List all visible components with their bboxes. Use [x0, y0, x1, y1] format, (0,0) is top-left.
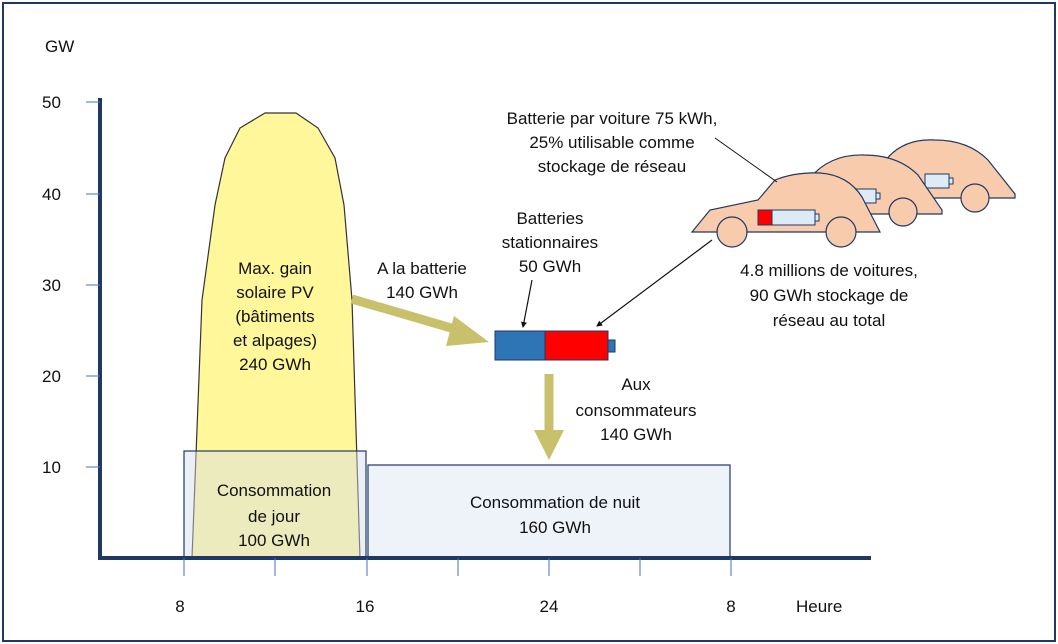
- to-battery-arrow-shaft: [350, 294, 460, 335]
- x-tick-marks: [183, 558, 732, 576]
- fleet-label: 4.8 millions de voitures, 90 GWh stockag…: [740, 261, 918, 330]
- svg-text:A la batterie: A la batterie: [377, 259, 467, 278]
- y-tick-label-20: 20: [42, 367, 61, 386]
- to-battery-label: A la batterie 140 GWh: [377, 259, 467, 302]
- y-tick-label-40: 40: [42, 185, 61, 204]
- x-tick-label-16: 16: [356, 597, 375, 616]
- svg-text:stationnaires: stationnaires: [502, 233, 598, 252]
- svg-text:stockage de réseau: stockage de réseau: [538, 157, 686, 176]
- svg-text:240 GWh: 240 GWh: [239, 355, 311, 374]
- car-battery-pointer-line: [714, 137, 778, 183]
- svg-text:Batterie par voiture 75 kWh,: Batterie par voiture 75 kWh,: [507, 109, 718, 128]
- car-battery-empty-segment: [771, 209, 816, 226]
- svg-text:Consommation de nuit: Consommation de nuit: [470, 493, 640, 512]
- night-consumption-label: Consommation de nuit 160 GWh: [470, 493, 640, 537]
- svg-text:100 GWh: 100 GWh: [238, 531, 310, 550]
- x-tick-label-24: 24: [540, 597, 559, 616]
- svg-text:solaire PV: solaire PV: [236, 283, 314, 302]
- to-consumers-arrow-head: [534, 430, 564, 460]
- x-tick-label-8: 8: [175, 597, 184, 616]
- svg-text:réseau au total: réseau au total: [773, 311, 885, 330]
- svg-text:Consommation: Consommation: [217, 481, 331, 500]
- y-unit-label: GW: [45, 37, 74, 56]
- y-tick-label-50: 50: [42, 93, 61, 112]
- y-tick-label-30: 30: [42, 276, 61, 295]
- to-consumers-label: Aux consommateurs 140 GWh: [576, 375, 697, 444]
- car-battery-red-segment: [757, 209, 773, 226]
- svg-text:90 GWh stockage de: 90 GWh stockage de: [750, 286, 909, 305]
- svg-text:Max. gain: Max. gain: [238, 259, 312, 278]
- battery-blue-segment: [494, 330, 546, 361]
- solar-label: Max. gain solaire PV (bâtiments et alpag…: [233, 259, 317, 374]
- svg-text:(bâtiments: (bâtiments: [235, 307, 314, 326]
- x-tick-label-8b: 8: [726, 597, 735, 616]
- svg-text:140 GWh: 140 GWh: [386, 283, 458, 302]
- svg-text:de jour: de jour: [248, 507, 300, 526]
- svg-text:Batteries: Batteries: [516, 209, 583, 228]
- stationary-battery-label: Batteries stationnaires 50 GWh: [502, 209, 598, 276]
- x-unit-label: Heure: [796, 597, 842, 616]
- y-tick-marks: [86, 101, 100, 468]
- car-icon-front: [690, 172, 881, 248]
- car-battery-label: Batterie par voiture 75 kWh, 25% utilisa…: [507, 109, 718, 176]
- svg-text:4.8 millions de voitures,: 4.8 millions de voitures,: [740, 261, 918, 280]
- svg-text:et alpages): et alpages): [233, 331, 317, 350]
- svg-text:Aux: Aux: [621, 375, 651, 394]
- svg-text:160 GWh: 160 GWh: [519, 518, 591, 537]
- battery-terminal: [607, 339, 616, 353]
- night-consumption-box: [367, 464, 731, 559]
- svg-text:50 GWh: 50 GWh: [519, 257, 581, 276]
- battery-red-segment: [544, 330, 609, 361]
- svg-text:140 GWh: 140 GWh: [600, 425, 672, 444]
- svg-text:consommateurs: consommateurs: [576, 401, 697, 420]
- stationary-battery-icon: [494, 330, 616, 361]
- y-tick-label-10: 10: [42, 458, 61, 477]
- fleet-pointer-arrow: [596, 239, 713, 327]
- stationary-pointer-arrow: [520, 279, 533, 328]
- to-battery-arrow-head: [446, 316, 489, 346]
- svg-text:25% utilisable comme: 25% utilisable comme: [529, 133, 694, 152]
- day-consumption-label: Consommation de jour 100 GWh: [217, 481, 331, 550]
